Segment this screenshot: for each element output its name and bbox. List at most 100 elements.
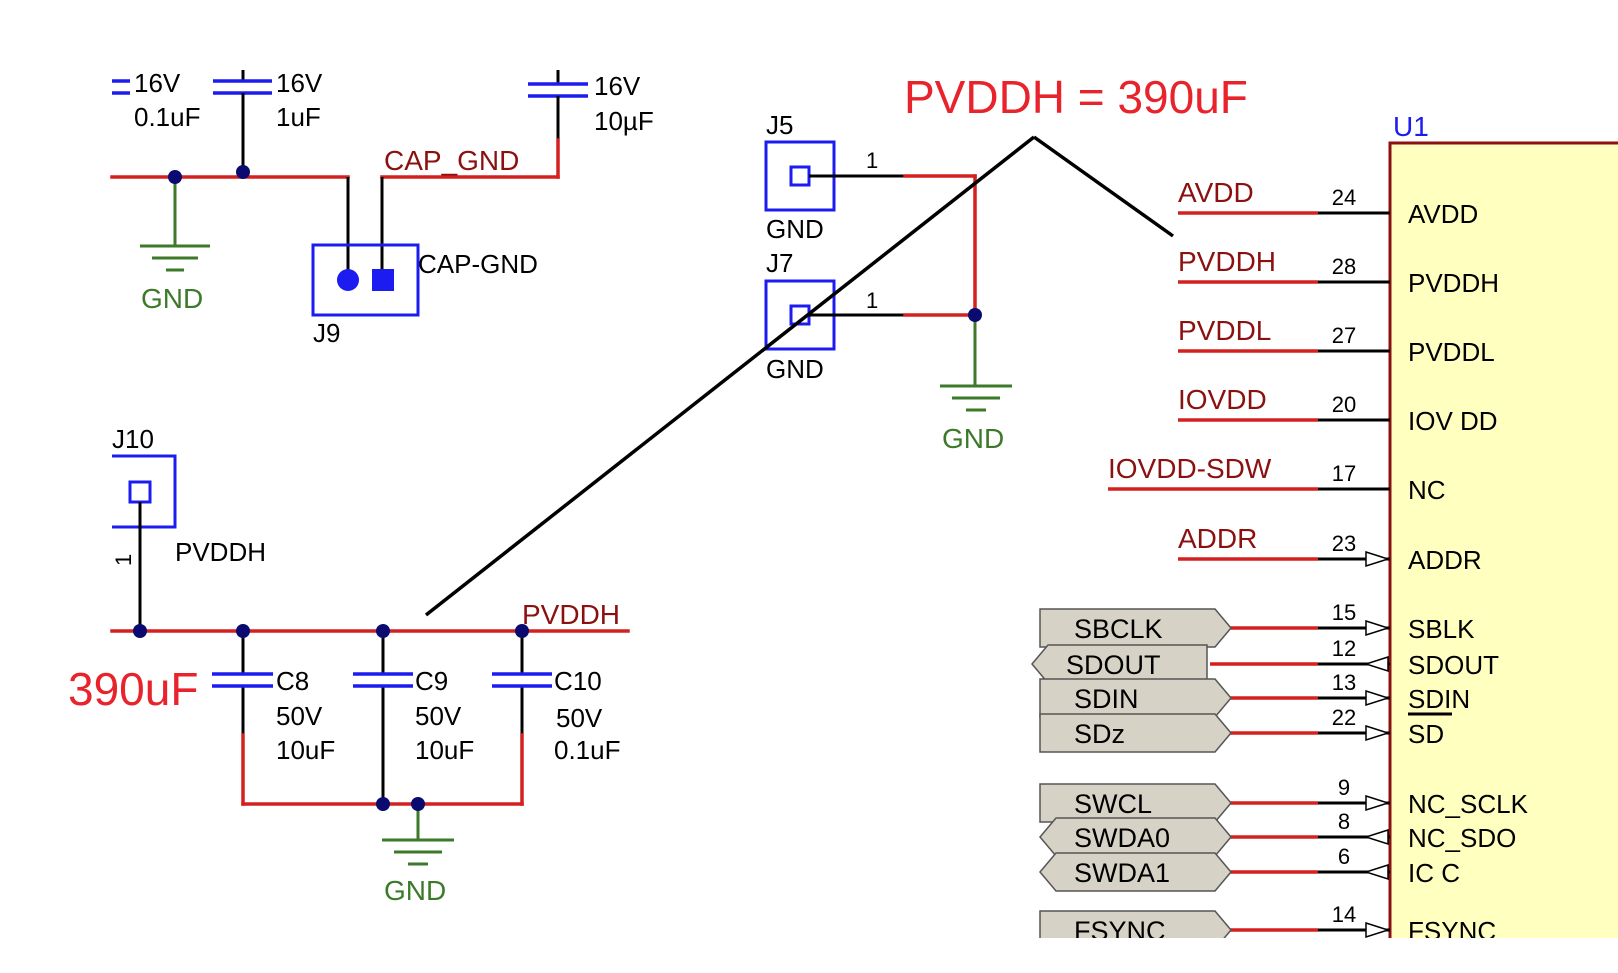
ic-pins: 24AVDDAVDD28PVDDHPVDDH27PVDDLPVDDL20IOV …	[1031, 177, 1529, 950]
port-label: SWDA0	[1074, 823, 1170, 853]
ic-ref: U1	[1393, 111, 1429, 142]
c9-value: 10uF	[415, 735, 474, 765]
c9-voltage: 50V	[415, 701, 462, 731]
capacitor-0.1uF[interactable]	[112, 79, 130, 95]
j9-name: CAP-GND	[418, 249, 538, 279]
c8-ref: C8	[276, 666, 309, 696]
net-label: ADDR	[1178, 523, 1257, 554]
gnd-label-1: GND	[141, 283, 203, 314]
ic-pin-number: 14	[1332, 902, 1356, 927]
cap3-voltage: 16V	[594, 71, 641, 101]
j7-net: GND	[766, 354, 824, 384]
ic-pin-number: 23	[1332, 531, 1356, 556]
capacitor-10uF[interactable]	[528, 70, 588, 140]
net-label: PVDDL	[1178, 315, 1271, 346]
net-label: IOVDD-SDW	[1108, 453, 1272, 484]
cap1-value: 0.1uF	[134, 102, 201, 132]
net-label-cap-gnd: CAP_GND	[384, 145, 519, 176]
port-symbol[interactable]	[1039, 713, 1232, 753]
ic-pin-name: PVDDL	[1408, 337, 1495, 367]
j7-ref: J7	[766, 248, 793, 278]
j5-net: GND	[766, 214, 824, 244]
ic-pin-name: IC C	[1408, 858, 1460, 888]
c10-value: 0.1uF	[554, 735, 621, 765]
net-label-pvddh: PVDDH	[522, 599, 620, 630]
capacitor-c10[interactable]	[492, 672, 552, 688]
annotation-pointer-lines	[424, 135, 1175, 617]
c8-voltage: 50V	[276, 701, 323, 731]
port-label: SWCL	[1074, 789, 1152, 819]
port-symbol[interactable]	[1039, 852, 1232, 892]
capacitor-1uF[interactable]	[213, 70, 272, 172]
ic-pin-number: 27	[1332, 323, 1356, 348]
ic-pin-number: 6	[1338, 844, 1350, 869]
ic-pin-name: SDIN	[1408, 684, 1470, 714]
net-label: IOVDD	[1178, 384, 1267, 415]
cap2-voltage: 16V	[276, 68, 323, 98]
page-bottom-margin	[0, 938, 1618, 973]
top-left-wiring	[110, 138, 560, 280]
ic-pin-name: PVDDH	[1408, 268, 1499, 298]
gnd-label-2: GND	[942, 423, 1004, 454]
port-label: SBCLK	[1074, 614, 1163, 644]
capacitor-c8[interactable]	[212, 672, 273, 688]
port-label: SDIN	[1074, 684, 1139, 714]
net-label: AVDD	[1178, 177, 1254, 208]
ic-pin-name: SD	[1408, 719, 1444, 749]
j5-j7-wiring	[809, 174, 982, 386]
ic-u1-body[interactable]	[1388, 141, 1618, 973]
ic-pin[interactable]: 9NC_SCLK SWCL	[1039, 775, 1529, 823]
connector-j10[interactable]	[112, 454, 177, 529]
c10-voltage: 50V	[556, 703, 603, 733]
ic-pin-number: 28	[1332, 254, 1356, 279]
ic-pin-name: SDOUT	[1408, 650, 1499, 680]
ground-symbol	[140, 244, 210, 272]
port-label: SDz	[1074, 719, 1125, 749]
ic-pin-number: 9	[1338, 775, 1350, 800]
cap-bank-wiring	[110, 502, 630, 840]
c8-value: 10uF	[276, 735, 335, 765]
ic-pin-number: 15	[1332, 600, 1356, 625]
ic-pin-name: NC_SDO	[1408, 823, 1516, 853]
port-symbol[interactable]	[1039, 678, 1232, 718]
ic-pin-name: NC_SCLK	[1408, 789, 1529, 819]
ic-pin-number: 12	[1332, 636, 1356, 661]
j7-pin-number: 1	[866, 288, 878, 313]
connector-j9[interactable]	[311, 243, 420, 317]
net-label: PVDDH	[1178, 246, 1276, 277]
ic-pin-number: 24	[1332, 185, 1356, 210]
c9-ref: C9	[415, 666, 448, 696]
j5-pin-number: 1	[866, 148, 878, 173]
port-label: SDOUT	[1066, 650, 1161, 680]
port-symbol[interactable]	[1039, 783, 1232, 823]
ic-pin-name: SBLK	[1408, 614, 1475, 644]
ic-pin-number: 20	[1332, 392, 1356, 417]
ic-pin-name: AVDD	[1408, 199, 1478, 229]
j10-ref: J10	[112, 424, 154, 454]
ground-symbol	[382, 838, 454, 866]
capacitor-c9[interactable]	[353, 672, 413, 688]
cap1-voltage: 16V	[134, 68, 181, 98]
port-symbol[interactable]	[1039, 608, 1232, 648]
top-capacitor-group: 16V 0.1uF 16V 1uF 16V 10µF	[112, 68, 654, 172]
ic-pin-number: 13	[1332, 670, 1356, 695]
gnd-label-3: GND	[384, 875, 446, 906]
ic-pin-name: ADDR	[1408, 545, 1482, 575]
ic-pin-number: 17	[1332, 461, 1356, 486]
ground-symbol	[940, 384, 1012, 412]
cap2-value: 1uF	[276, 102, 321, 132]
ic-pin-name: IOV DD	[1408, 406, 1498, 436]
